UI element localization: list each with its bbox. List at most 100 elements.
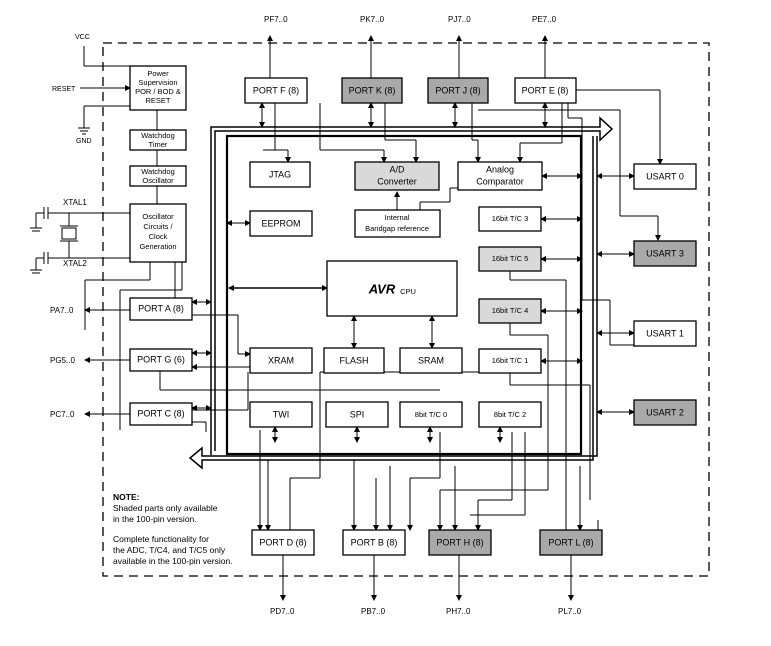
flash-block: FLASH <box>323 347 385 374</box>
pin-pc: PC7..0 <box>50 410 75 419</box>
tc2-label: 8bit T/C 2 <box>494 410 526 419</box>
note-line-1: Shaded parts only available <box>113 503 218 513</box>
port-l-block: PORT L (8) <box>539 529 603 556</box>
pin-pa: PA7..0 <box>50 306 74 315</box>
bandgap-label-2: Bandgap reference <box>365 224 429 233</box>
port-j-label: PORT J (8) <box>435 85 480 95</box>
pin-pf: PF7..0 <box>264 15 288 24</box>
wdt-label-2: Timer <box>149 140 168 149</box>
signal-lines <box>30 35 663 601</box>
port-k-label: PORT K (8) <box>349 85 396 95</box>
ac-label-2: Comparator <box>476 176 524 186</box>
power-label-3: POR / BOD & <box>135 87 181 96</box>
port-b-block: PORT B (8) <box>342 529 406 556</box>
port-e-label: PORT E (8) <box>522 85 569 95</box>
wdo-label-2: Oscillator <box>142 176 174 185</box>
tc4-label: 16bit T/C 4 <box>492 306 529 315</box>
tc3-block: 16bit T/C 3 <box>478 206 542 232</box>
tc4-block: 16bit T/C 4 <box>478 298 542 324</box>
osc-label-2: Circuits / <box>143 222 173 231</box>
port-a-block: PORT A (8) <box>129 297 193 321</box>
usart1-block: USART 1 <box>633 320 697 347</box>
note-line-3: Complete functionality for <box>113 534 209 544</box>
ac-label-1: Analog <box>486 164 514 174</box>
twi-label: TWI <box>273 409 290 419</box>
usart2-label: USART 2 <box>646 407 684 417</box>
osc-label-1: Oscillator <box>142 212 174 221</box>
twi-block: TWI <box>249 401 313 428</box>
oscillator-block: Oscillator Circuits / Clock Generation <box>129 203 187 263</box>
osc-label-4: Generation <box>139 242 176 251</box>
port-h-label: PORT H (8) <box>436 537 483 547</box>
jtag-label: JTAG <box>269 169 291 179</box>
power-label-2: Supervision <box>138 78 177 87</box>
internal-bus <box>188 116 614 470</box>
bandgap-label-1: Internal <box>384 213 409 222</box>
port-d-label: PORT D (8) <box>259 537 306 547</box>
pin-pg: PG5..0 <box>50 356 75 365</box>
pin-pl: PL7..0 <box>558 607 582 616</box>
wdo-label-1: Watchdog <box>141 167 175 176</box>
tc0-label: 8bit T/C 0 <box>415 410 447 419</box>
pin-pd: PD7..0 <box>270 607 295 616</box>
power-label-4: RESET <box>145 96 170 105</box>
port-j-block: PORT J (8) <box>427 77 489 104</box>
port-k-block: PORT K (8) <box>341 77 403 104</box>
eeprom-block: EEPROM <box>249 210 313 237</box>
adc-label-1: A/D <box>389 164 405 174</box>
pin-xtal2: XTAL2 <box>63 259 87 268</box>
port-f-block: PORT F (8) <box>244 77 308 104</box>
port-g-label: PORT G (6) <box>137 354 185 364</box>
pin-pk: PK7..0 <box>360 15 385 24</box>
port-b-label: PORT B (8) <box>351 537 398 547</box>
power-label-1: Power <box>147 69 169 78</box>
sram-block: SRAM <box>399 347 463 374</box>
pin-pb: PB7..0 <box>361 607 386 616</box>
pin-pe: PE7..0 <box>532 15 557 24</box>
usart0-block: USART 0 <box>633 163 697 190</box>
flash-label: FLASH <box>339 355 368 365</box>
usart3-block: USART 3 <box>633 240 697 267</box>
tc1-label: 16bit T/C 1 <box>492 356 529 365</box>
port-d-block: PORT D (8) <box>251 529 315 556</box>
tc5-block: 16bit T/C 5 <box>478 246 542 272</box>
port-g-block: PORT G (6) <box>129 348 193 372</box>
pin-gnd: GND <box>76 138 92 145</box>
port-f-label: PORT F (8) <box>253 85 299 95</box>
wdt-label-1: Watchdog <box>141 131 175 140</box>
adc-block: A/D Converter <box>354 161 440 191</box>
tc0-block: 8bit T/C 0 <box>399 401 463 428</box>
tc2-block: 8bit T/C 2 <box>478 401 542 428</box>
cpu-block: AVR CPU <box>326 260 458 317</box>
port-l-label: PORT L (8) <box>548 537 593 547</box>
note-line-2: in the 100-pin version. <box>113 514 197 524</box>
power-supervision-block: Power Supervision POR / BOD & RESET <box>129 65 187 111</box>
pin-ph: PH7..0 <box>446 607 471 616</box>
eeprom-label: EEPROM <box>261 218 300 228</box>
analog-comparator-block: Analog Comparator <box>457 161 543 191</box>
spi-label: SPI <box>350 409 365 419</box>
port-c-label: PORT C (8) <box>137 408 184 418</box>
port-a-label: PORT A (8) <box>138 303 184 313</box>
bandgap-block: Internal Bandgap reference <box>354 209 441 238</box>
tc1-block: 16bit T/C 1 <box>478 348 542 374</box>
note-line-4: the ADC, T/C4, and T/C5 only <box>113 545 226 555</box>
tc3-label: 16bit T/C 3 <box>492 214 529 223</box>
spi-block: SPI <box>325 401 389 428</box>
usart3-label: USART 3 <box>646 248 684 258</box>
port-h-block: PORT H (8) <box>428 529 492 556</box>
osc-label-3: Clock <box>149 232 168 241</box>
note-line-5: available in the 100-pin version. <box>113 556 233 566</box>
avr-logo: AVR <box>368 281 396 296</box>
usart2-block: USART 2 <box>633 399 697 426</box>
adc-label-2: Converter <box>377 176 417 186</box>
pin-pj: PJ7..0 <box>448 15 471 24</box>
usart0-label: USART 0 <box>646 171 684 181</box>
xram-label: XRAM <box>268 355 294 365</box>
xram-block: XRAM <box>249 347 313 374</box>
usart1-label: USART 1 <box>646 328 684 338</box>
cpu-label: CPU <box>400 287 416 296</box>
pin-vcc: VCC <box>75 34 90 41</box>
watchdog-timer-block: Watchdog Timer <box>129 129 187 151</box>
